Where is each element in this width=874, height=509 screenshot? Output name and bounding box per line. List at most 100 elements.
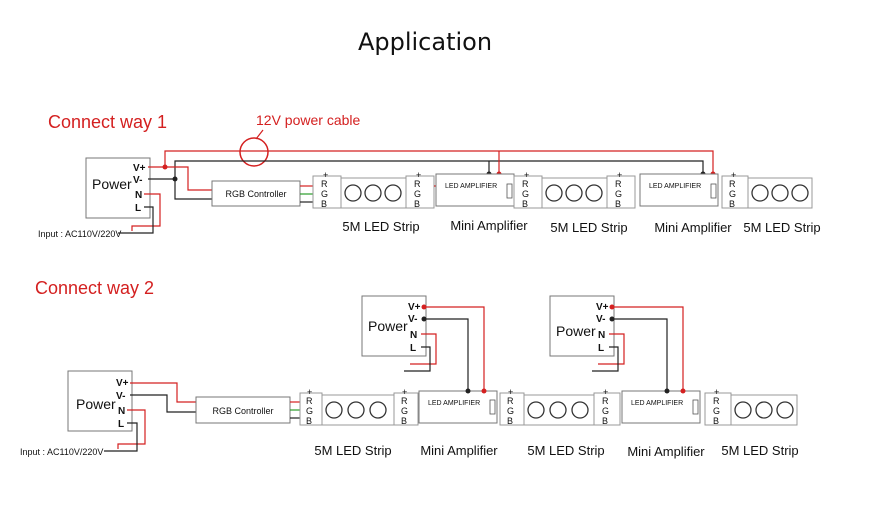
svg-text:G: G	[414, 189, 421, 199]
way2-strip-3: + R G B	[704, 387, 798, 426]
way2-power-supply-2	[549, 295, 615, 357]
svg-text:+: +	[416, 170, 421, 180]
way2-heading: Connect way 2	[35, 278, 154, 298]
way2-ac-wire-l	[104, 422, 138, 452]
svg-text:+: +	[508, 387, 513, 397]
way2-rgb-controller-label: RGB Controller	[212, 406, 273, 416]
svg-text:R: R	[602, 396, 609, 406]
way1-amplifier-1: LED AMPLIFIER	[435, 173, 515, 207]
way1-power-label: Power	[92, 176, 132, 192]
svg-text:B: B	[306, 416, 312, 426]
way2-amp1-red-dot	[481, 388, 487, 394]
way2-power-supply-1	[361, 295, 427, 357]
way1-12v-red-main	[148, 150, 714, 174]
way1-caption-amp-2: Mini Amplifier	[654, 220, 732, 235]
svg-text:G: G	[602, 406, 609, 416]
svg-text:B: B	[615, 199, 621, 209]
way2-ps1-black-dot	[421, 316, 427, 322]
way1-ac-wire-n	[131, 193, 161, 231]
way2-ps2-pin-vplus: V+	[596, 302, 609, 313]
svg-text:B: B	[729, 199, 735, 209]
svg-text:B: B	[507, 416, 513, 426]
way2-ps1-red-dot	[421, 304, 427, 310]
way2-ac-wire-n	[117, 409, 146, 449]
way1-caption-strip-1: 5M LED Strip	[342, 219, 419, 234]
way1-rgb-controller	[211, 180, 301, 207]
way1-cable-label: 12V power cable	[256, 112, 361, 128]
svg-text:LED AMPLIFIER: LED AMPLIFIER	[649, 183, 701, 190]
way1-pin-vminus: V-	[133, 175, 142, 186]
svg-text:B: B	[414, 199, 420, 209]
svg-text:+: +	[714, 387, 719, 397]
svg-text:+: +	[603, 387, 608, 397]
way2-caption-amp-1: Mini Amplifier	[420, 443, 498, 458]
way1-strip-3: + R G B	[721, 170, 813, 209]
way2-caption-strip-3: 5M LED Strip	[721, 443, 798, 458]
svg-text:R: R	[401, 396, 408, 406]
way2-strip-2: + R G B + R G B	[499, 387, 621, 426]
way2-power-label-1: Power	[368, 318, 408, 334]
way2-main-pin-l: L	[118, 419, 124, 430]
way2-main-pin-vplus: V+	[116, 378, 129, 389]
way1-12v-black-main	[148, 160, 704, 180]
way2-ps2-red-dot	[609, 304, 615, 310]
way2-main-pin-vminus: V-	[116, 391, 125, 402]
svg-text:R: R	[306, 396, 313, 406]
way1-heading: Connect way 1	[48, 112, 167, 132]
svg-text:R: R	[729, 179, 736, 189]
way1-junction-black	[172, 176, 178, 182]
way2-ps2-pin-l: L	[598, 343, 604, 354]
svg-text:G: G	[401, 406, 408, 416]
way2-strip-1: + R G B + R G B	[299, 387, 419, 426]
way2-black-to-controller	[130, 394, 196, 413]
page-title: Application	[358, 28, 492, 56]
svg-text:LED AMPLIFIER: LED AMPLIFIER	[631, 400, 683, 407]
way2-ps2-red-wire	[612, 306, 684, 391]
svg-text:G: G	[615, 189, 622, 199]
way1-power-supply	[85, 157, 151, 219]
svg-text:R: R	[713, 396, 720, 406]
way2-ps2-black-dot	[609, 316, 615, 322]
way1-red-to-controller	[165, 166, 212, 191]
svg-text:G: G	[729, 189, 736, 199]
way2-ps2-ac-wire-l	[592, 346, 619, 372]
way2-main-pin-n: N	[118, 406, 125, 417]
svg-text:B: B	[713, 416, 719, 426]
svg-text:G: G	[713, 406, 720, 416]
way1-caption-strip-3: 5M LED Strip	[743, 220, 820, 235]
svg-text:+: +	[307, 387, 312, 397]
svg-text:LED AMPLIFIER: LED AMPLIFIER	[428, 400, 480, 407]
way2-amp2-black-dot	[664, 388, 670, 394]
svg-text:B: B	[602, 416, 608, 426]
way2-ps1-red-wire	[424, 306, 485, 391]
way2-ps2-pin-vminus: V-	[596, 314, 605, 325]
way1-caption-amp-1: Mini Amplifier	[450, 218, 528, 233]
way2-caption-strip-1: 5M LED Strip	[314, 443, 391, 458]
svg-text:+: +	[524, 170, 529, 180]
way2-ps1-ac-wire-l	[404, 346, 431, 372]
svg-text:B: B	[401, 416, 407, 426]
svg-text:R: R	[321, 179, 328, 189]
way2-ps1-black-wire	[424, 318, 469, 391]
way2-ps1-ac-wire-n	[410, 333, 437, 365]
way1-caption-strip-2: 5M LED Strip	[550, 220, 627, 235]
svg-text:+: +	[323, 170, 328, 180]
svg-text:G: G	[507, 406, 514, 416]
way2-ps1-pin-vplus: V+	[408, 302, 421, 313]
way2-caption-strip-2: 5M LED Strip	[527, 443, 604, 458]
way2-amp1-black-dot	[465, 388, 471, 394]
way2-amp2-red-dot	[680, 388, 686, 394]
way1-black-to-controller	[174, 179, 212, 200]
svg-text:R: R	[522, 179, 529, 189]
svg-text:G: G	[306, 406, 313, 416]
svg-text:G: G	[522, 189, 529, 199]
way2-ps1-pin-vminus: V-	[408, 314, 417, 325]
way2-ps2-ac-wire-n	[598, 333, 625, 365]
way1-cable-pointer	[255, 129, 264, 140]
way2-red-to-controller	[130, 382, 196, 403]
way1-strip-2: + R G B + R G B	[513, 170, 636, 209]
way1-pin-vplus: V+	[133, 163, 146, 174]
way1-amplifier-2: LED AMPLIFIER	[639, 173, 719, 207]
svg-text:R: R	[615, 179, 622, 189]
way1-input-label: Input : AC110V/220V	[38, 229, 121, 239]
